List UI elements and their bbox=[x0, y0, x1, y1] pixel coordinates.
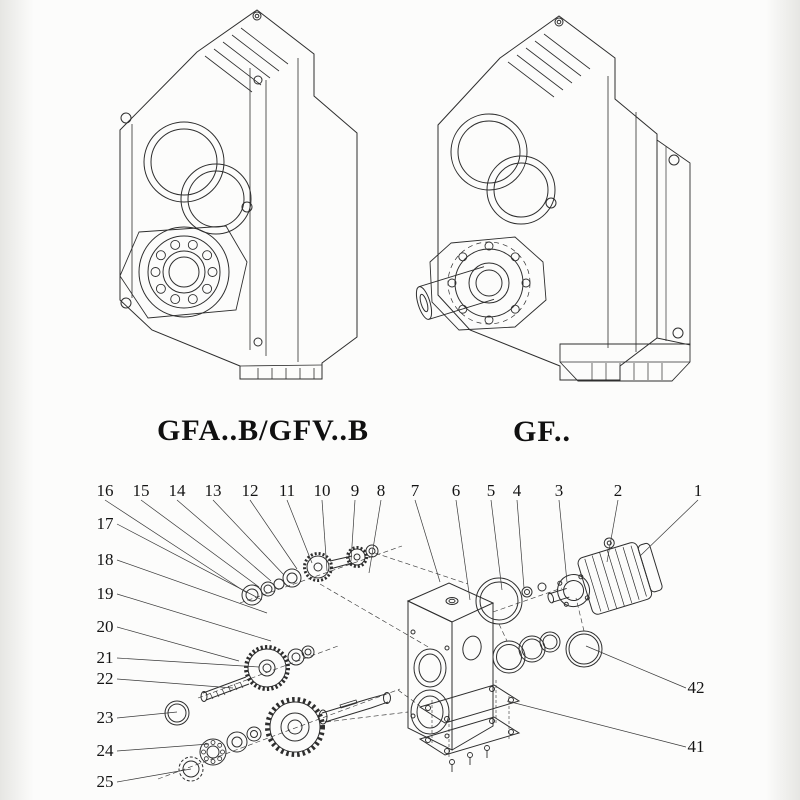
callout-22: 22 bbox=[96, 669, 114, 688]
intermediate-gear-assembly bbox=[200, 645, 315, 702]
callout-20: 20 bbox=[96, 617, 114, 636]
callout-15: 15 bbox=[132, 481, 150, 500]
callout-14: 14 bbox=[168, 481, 186, 500]
alignment-guides bbox=[157, 545, 585, 780]
callout-18: 18 bbox=[96, 550, 114, 569]
gear-housing bbox=[406, 582, 495, 751]
callout-9: 9 bbox=[350, 481, 360, 500]
callout-1: 1 bbox=[693, 481, 703, 500]
callout-4: 4 bbox=[512, 481, 522, 500]
motor-assembly bbox=[547, 537, 663, 615]
callout-25: 25 bbox=[96, 772, 114, 791]
input-shaft-assembly bbox=[241, 544, 379, 606]
model-label-gf: GF.. bbox=[513, 415, 571, 448]
input-rings bbox=[475, 577, 547, 625]
small-bolts bbox=[449, 745, 490, 772]
model-label-gfab-gfvb: GFA..B/GFV..B bbox=[157, 414, 369, 447]
callout-7: 7 bbox=[410, 481, 420, 500]
callout-6: 6 bbox=[451, 481, 461, 500]
leader-lines bbox=[104, 499, 699, 783]
seal-rings bbox=[492, 630, 603, 674]
cover-plates bbox=[418, 680, 521, 772]
callout-3: 3 bbox=[554, 481, 564, 500]
callout-21: 21 bbox=[96, 648, 114, 667]
callout-5: 5 bbox=[486, 481, 496, 500]
callout-8: 8 bbox=[376, 481, 386, 500]
bearing-balls bbox=[201, 740, 225, 764]
callout-2: 2 bbox=[613, 481, 623, 500]
callout-11: 11 bbox=[278, 481, 296, 500]
callout-17: 17 bbox=[96, 514, 114, 533]
callout-16: 16 bbox=[96, 481, 114, 500]
callout-12: 12 bbox=[241, 481, 259, 500]
exploded-view-drawing bbox=[157, 537, 663, 782]
callout-24: 24 bbox=[96, 741, 114, 760]
flange-bolt-holes bbox=[447, 241, 531, 325]
callout-41: 41 bbox=[687, 737, 705, 756]
callout-23: 23 bbox=[96, 708, 114, 727]
callout-42: 42 bbox=[687, 678, 705, 697]
output-gear-assembly bbox=[164, 692, 391, 782]
gearbox-side-drawing bbox=[415, 15, 691, 382]
callout-19: 19 bbox=[96, 584, 114, 603]
gearbox-front-drawing bbox=[119, 9, 358, 380]
bearing-rollers bbox=[150, 239, 218, 305]
callout-10: 10 bbox=[313, 481, 331, 500]
callout-13: 13 bbox=[204, 481, 222, 500]
